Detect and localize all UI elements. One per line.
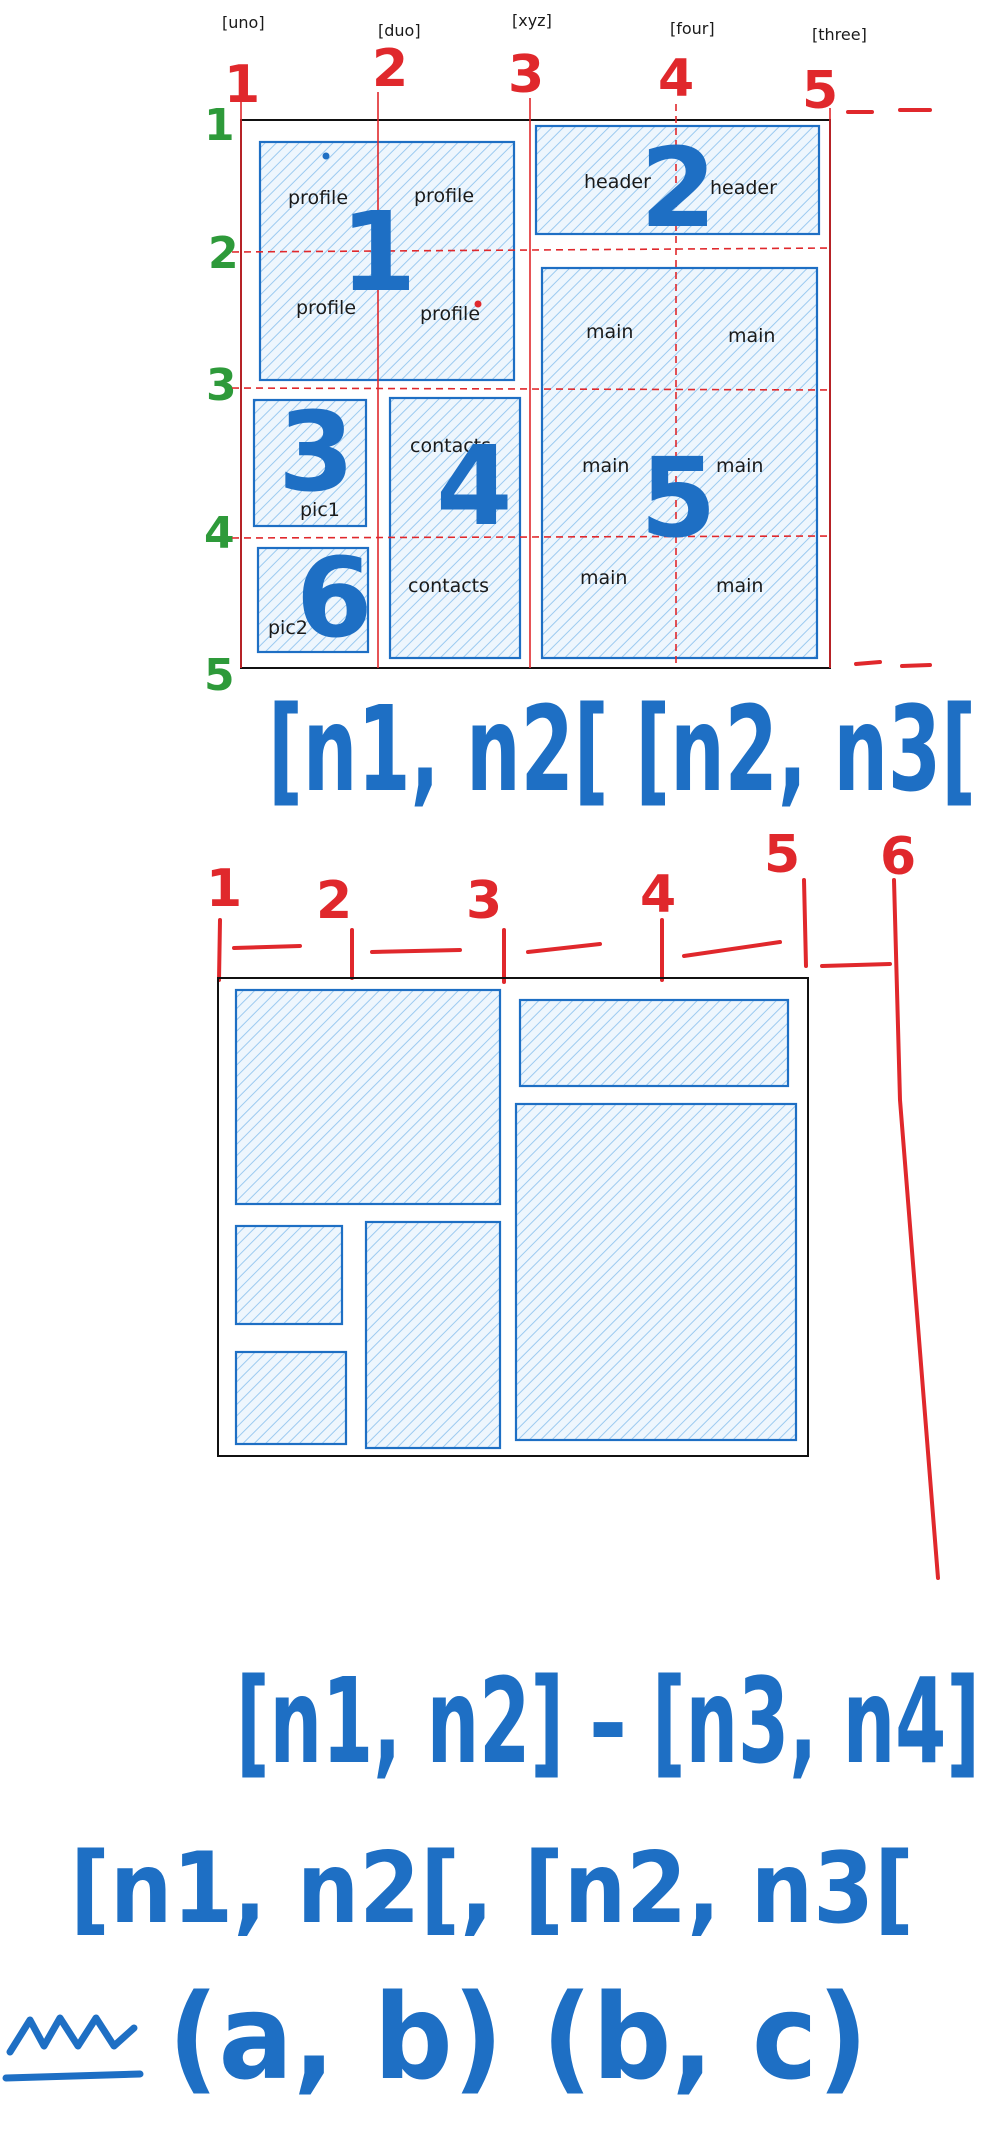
line-name-uno: [uno] xyxy=(222,13,265,32)
label-profile: profile xyxy=(296,297,356,319)
area-main xyxy=(540,266,819,660)
area-number-6: 6 xyxy=(296,534,373,662)
area-contacts xyxy=(388,396,522,660)
label-pic2: pic2 xyxy=(268,617,308,639)
label-main: main xyxy=(728,325,775,347)
label-profile: profile xyxy=(414,185,474,207)
marker-dot-blue xyxy=(322,152,330,160)
line-name-three: [three] xyxy=(812,25,867,44)
bottom-right-dashes xyxy=(854,660,932,668)
label-main: main xyxy=(716,575,763,597)
label-header: header xyxy=(584,171,651,193)
label-pic1: pic1 xyxy=(300,499,340,521)
row-number-3: 3 xyxy=(206,360,237,411)
label-header: header xyxy=(710,177,777,199)
area-profile xyxy=(258,140,516,382)
area-bottom-header xyxy=(518,998,790,1088)
area-bottom-pic1 xyxy=(234,1224,344,1326)
label-profile: profile xyxy=(288,187,348,209)
column-number-bottom-4: 4 xyxy=(640,865,676,925)
column-number-4: 4 xyxy=(658,49,694,109)
column-number-bottom-3: 3 xyxy=(466,871,502,931)
area-bottom-profile xyxy=(234,988,502,1206)
column-ticks-bottom xyxy=(217,878,808,984)
notation-half-open-ranges: [n1, n2[ [n2, n3[ xyxy=(268,680,976,818)
label-main: main xyxy=(586,321,633,343)
notation-pairs: (a, b) (b, c) xyxy=(168,1968,868,2106)
area-pic2 xyxy=(256,546,370,654)
column-number-bottom-2: 2 xyxy=(316,871,352,931)
line-name-xyz: [xyz] xyxy=(512,11,552,30)
area-bottom-main xyxy=(514,1102,798,1442)
grid-container-bottom xyxy=(217,977,809,1457)
row-number-4: 4 xyxy=(204,508,235,559)
line-name-duo: [duo] xyxy=(378,21,421,40)
column-6-long-line xyxy=(892,878,940,1580)
area-number-1: 1 xyxy=(340,188,417,316)
row-number-1: 1 xyxy=(204,100,235,151)
column-number-bottom-1: 1 xyxy=(206,859,242,919)
area-number-5: 5 xyxy=(640,434,717,562)
area-number-3: 3 xyxy=(278,388,355,516)
area-pic1 xyxy=(252,398,368,528)
label-main: main xyxy=(716,455,763,477)
grid-line-row-4 xyxy=(231,535,833,539)
row-number-5: 5 xyxy=(204,650,235,701)
line-name-four: [four] xyxy=(670,19,715,38)
area-number-4: 4 xyxy=(436,422,513,550)
column-number-bottom-6: 6 xyxy=(880,827,916,887)
row-number-2: 2 xyxy=(208,228,239,279)
label-main: main xyxy=(582,455,629,477)
column-5-extension-dashes xyxy=(846,108,932,114)
label-profile: profile xyxy=(420,303,480,325)
label-contacts: contacts xyxy=(410,435,491,457)
grid-line-row-2 xyxy=(231,247,833,253)
area-number-2: 2 xyxy=(640,124,717,252)
track-dashes-bottom xyxy=(232,940,892,968)
label-contacts: contacts xyxy=(408,575,489,597)
area-bottom-pic2 xyxy=(234,1350,348,1446)
column-number-3: 3 xyxy=(508,45,544,105)
area-header xyxy=(534,124,821,236)
column-number-5: 5 xyxy=(802,61,838,121)
notation-closed-ranges: [n1, n2] – [n3, n4] xyxy=(236,1652,980,1790)
scribble-underline xyxy=(2,2014,144,2082)
area-bottom-contacts xyxy=(364,1220,502,1450)
grid-line-row-3 xyxy=(231,387,833,391)
column-number-1: 1 xyxy=(224,55,260,115)
column-number-2: 2 xyxy=(372,39,408,99)
notation-half-open-ranges-2: [n1, n2[, [n2, n3[ xyxy=(70,1832,914,1946)
label-main: main xyxy=(580,567,627,589)
column-number-bottom-5: 5 xyxy=(764,825,800,885)
marker-dot-red xyxy=(474,300,482,308)
